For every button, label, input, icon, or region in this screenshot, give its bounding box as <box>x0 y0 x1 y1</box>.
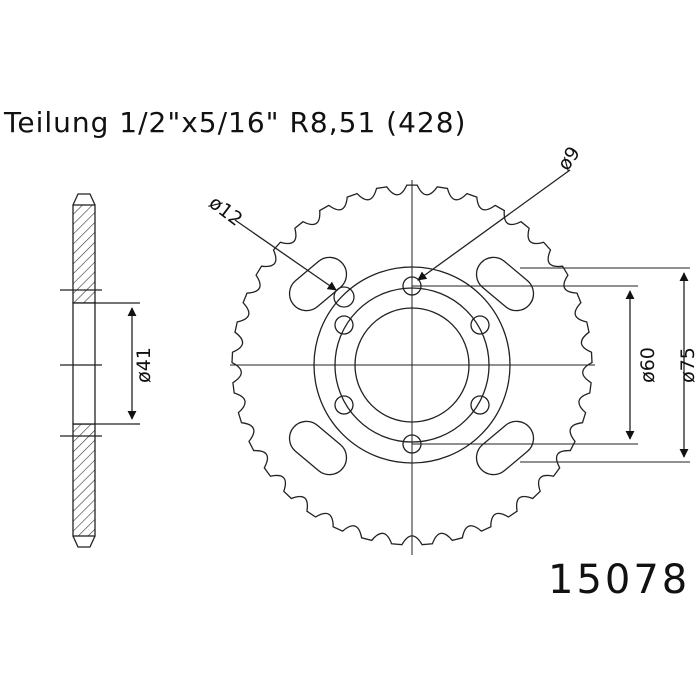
profile-lower-section <box>72 423 96 537</box>
profile-hub <box>72 302 96 425</box>
lightening-slot <box>475 256 535 312</box>
bolt-hole <box>470 395 490 415</box>
lightening-slot <box>475 420 535 476</box>
bolt-hole <box>334 315 354 335</box>
slot-hole <box>333 286 355 308</box>
slot-diameter-label: ø12 <box>205 192 247 231</box>
lightening-slot <box>288 256 348 312</box>
ring-diameter-label: ø75 <box>677 347 699 383</box>
sprocket-tooth-outline <box>231 184 593 546</box>
bolt-hole <box>470 315 490 335</box>
profile-tooth-top <box>72 193 96 206</box>
pitch-title: Teilung 1/2"x5/16" R8,51 (428) <box>3 106 466 139</box>
side-profile-view <box>60 193 140 548</box>
bolt-circle-diameter-label: ø60 <box>637 347 659 383</box>
lightening-slot <box>288 420 348 476</box>
bolt-hole-leader-line <box>417 169 571 281</box>
slot-leader-line <box>234 219 337 291</box>
hub-diameter-label: ø41 <box>133 347 155 383</box>
part-number: 15078 <box>548 557 690 603</box>
bolt-hole <box>334 395 354 415</box>
sprocket-front-view <box>230 169 690 555</box>
profile-tooth-bottom <box>72 535 96 548</box>
bolt-hole-diameter-label: ø9 <box>553 143 585 175</box>
profile-upper-section <box>72 204 96 304</box>
